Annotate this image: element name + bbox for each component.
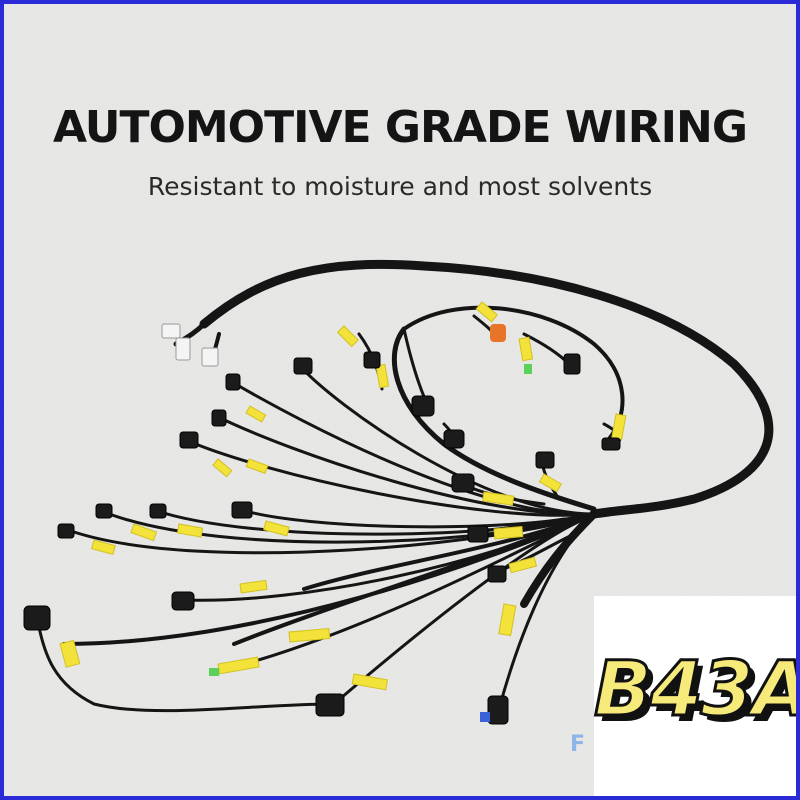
badge-code: B43A [593,643,797,735]
watermark-text: F [570,732,586,757]
model-code-badge: B43A B43A [593,596,797,796]
product-image-frame: AUTOMOTIVE GRADE WIRING Resistant to moi… [4,4,796,796]
headline: AUTOMOTIVE GRADE WIRING [53,102,748,153]
badge-code-shadow: B43A [600,650,796,739]
concrete-texture [4,4,796,796]
wiring-harness-photo [23,259,774,725]
subheadline: Resistant to moisture and most solvents [147,172,653,201]
